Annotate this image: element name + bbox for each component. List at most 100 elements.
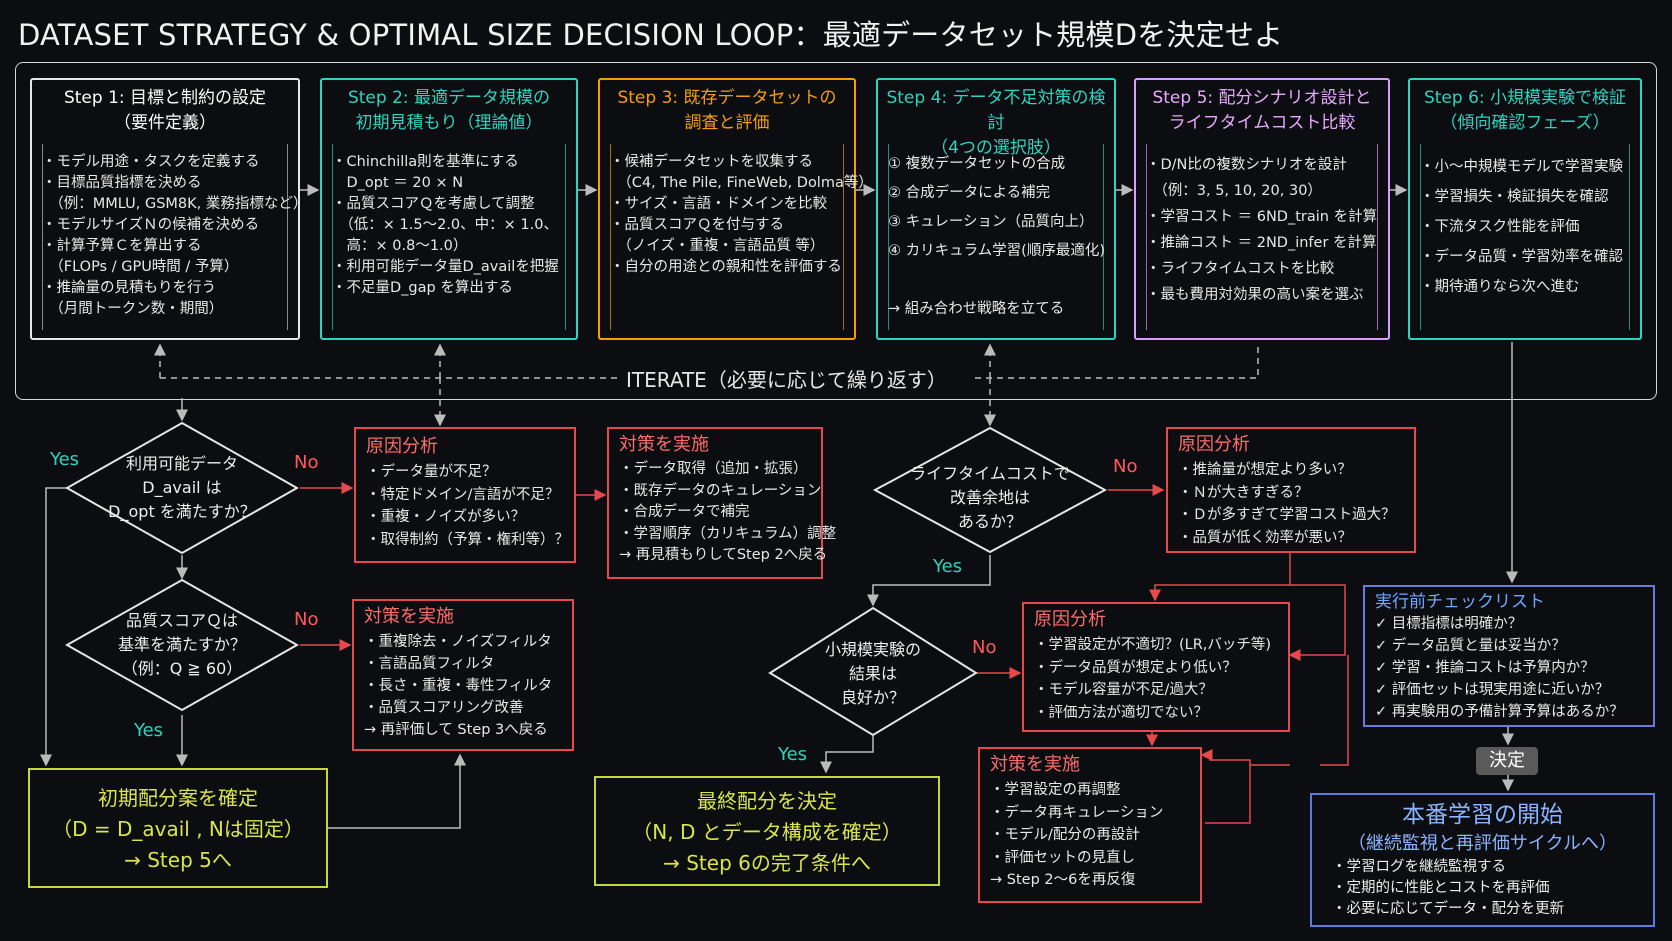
no-label-d4: No bbox=[972, 637, 997, 658]
list-line: ✓ 学習・推論コストは予算内か？ bbox=[1375, 660, 1595, 676]
list-line: ・評価方法が適切でない？ bbox=[1034, 704, 1208, 721]
list-line: ・学習コスト ＝ 6ND_train を計算 bbox=[1146, 209, 1378, 225]
cause-2-lines: ・推論量が想定より多い？ ・Ｎが大きすぎる？ ・Ｄが多すぎて学習コスト過大？ ・品質が… bbox=[1178, 459, 1404, 549]
list-line: ・下流タスク性能を評価 bbox=[1420, 219, 1580, 235]
list-line: ・言語品質フィルタ bbox=[364, 656, 495, 672]
list-line: ✓ 評価セットは現実用途に近いか？ bbox=[1375, 682, 1610, 698]
list-line: ・定期的に性能とコストを再評価 bbox=[1332, 880, 1550, 896]
yes-label-d4: Yes bbox=[778, 744, 808, 765]
step-3-card: Step 3: 既存データセットの調査と評価 ・候補データセットを収集する （C… bbox=[598, 78, 873, 340]
cause-1-lines: ・データ量が不足？・特定ドメイン/言語が不足？・重複・ノイズが多い？・取得制約（… bbox=[366, 461, 569, 551]
list-line: （C4, The Pile, FineWeb, Dolma等） bbox=[610, 175, 873, 191]
step-5-title: Step 5: 配分シナリオ設計とライフタイムコスト比較 bbox=[1152, 88, 1372, 133]
action-3-heading: 対策を実施 bbox=[990, 754, 1080, 775]
list-line: ・候補データセットを収集する bbox=[610, 154, 813, 170]
decision-diamond-3 bbox=[872, 426, 1108, 554]
action-box-3: 対策を実施 ・学習設定の再調整・データ再キュレーション・モデル/配分の再設計・評… bbox=[978, 747, 1202, 903]
list-line: （例：MMLU, GSM8K, 業務指標など） bbox=[42, 196, 308, 212]
step-1-title: Step 1: 目標と制約の設定（要件定義） bbox=[63, 88, 267, 133]
step-2-bracket bbox=[332, 144, 566, 330]
step-4-title: Step 4: データ不足対策の検討（4つの選択肢） bbox=[886, 88, 1106, 158]
list-line: ・モデル/配分の再設計 bbox=[990, 827, 1140, 843]
cause-1-heading: 原因分析 bbox=[366, 436, 438, 457]
list-line: ・長さ・重複・毒性フィルタ bbox=[364, 678, 553, 694]
list-line: ・推論コスト ＝ 2ND_infer を計算 bbox=[1146, 235, 1377, 251]
decision-4-text: 小規模実験の結果は良好か？ bbox=[824, 640, 921, 707]
action-box-2: 対策を実施 ・重複除去・ノイズフィルタ・言語品質フィルタ・長さ・重複・毒性フィル… bbox=[352, 599, 574, 751]
list-line: ・利用可能データ量D_availを把握 bbox=[332, 259, 559, 275]
list-line: ③ キュレーション（品質向上） bbox=[888, 214, 1094, 230]
list-line: ・小～中規模モデルで学習実験 bbox=[1420, 159, 1623, 175]
decision-2-text: 品質スコアＱは基準を満たすか？（例：Q ≧ 60） bbox=[117, 611, 246, 678]
list-line: ・モデル容量が不足/過大？ bbox=[1034, 682, 1213, 698]
action-1-heading: 対策を実施 bbox=[619, 434, 709, 455]
step-2-list: ・Chinchilla則を基準にする D_opt ＝ 20 × N・品質スコアＱ… bbox=[332, 152, 570, 299]
step-3-list: ・候補データセットを収集する （C4, The Pile, FineWeb, D… bbox=[610, 152, 873, 278]
list-line: ・ライフタイムコストを比較 bbox=[1146, 261, 1335, 277]
list-line: （ノイズ・重複・言語品質 等） bbox=[610, 238, 825, 254]
step-5-bracket bbox=[1146, 144, 1378, 330]
step-6-bracket bbox=[1420, 144, 1630, 330]
list-line: ・データ再キュレーション bbox=[990, 804, 1164, 821]
iterate-label: ITERATE（必要に応じて繰り返す） bbox=[618, 364, 955, 393]
decision-tag: 決定 bbox=[1476, 747, 1538, 775]
list-line: ・データ量が不足？ bbox=[366, 464, 497, 480]
step-4-card: Step 4: データ不足対策の検討（4つの選択肢） ① 複数データセットの合成… bbox=[876, 78, 1116, 340]
list-line: ・既存データのキュレーション bbox=[619, 482, 822, 499]
no-label-d3: No bbox=[1113, 456, 1138, 477]
action-3-lines: ・学習設定の再調整・データ再キュレーション・モデル/配分の再設計・評価セットの見… bbox=[990, 779, 1190, 892]
cause-3-heading: 原因分析 bbox=[1034, 609, 1106, 630]
list-line: ・重複・ノイズが多い？ bbox=[366, 509, 526, 525]
list-line: ✓ 目標指標は明確か？ bbox=[1375, 616, 1523, 632]
list-line: → 再評価して Step 3へ戻る bbox=[364, 722, 548, 738]
list-line: ・D/N比の複数シナリオを設計 bbox=[1146, 157, 1347, 173]
steps-frame bbox=[15, 62, 1657, 400]
step-1-card: Step 1: 目標と制約の設定（要件定義） ・モデル用途・タスクを定義する・目… bbox=[30, 78, 308, 340]
pre-execution-checklist: 実行前チェックリスト ✓ 目標指標は明確か？ ✓ データ品質と量は妥当か？ ✓ 学習… bbox=[1363, 585, 1655, 727]
action-2-lines: ・重複除去・ノイズフィルタ・言語品質フィルタ・長さ・重複・毒性フィルタ・品質スコ… bbox=[364, 631, 562, 741]
list-line: ・モデル用途・タスクを定義する bbox=[42, 154, 260, 170]
list-line: ・特定ドメイン/言語が不足？ bbox=[366, 486, 560, 503]
list-line: ・学習ログを継続監視する bbox=[1332, 859, 1506, 875]
step-4-bracket bbox=[888, 144, 1104, 330]
no-label-d2: No bbox=[294, 609, 319, 630]
list-line: ・推論量の見積もりを行う bbox=[42, 280, 216, 296]
decision-diamond-4 bbox=[768, 606, 978, 737]
checklist-heading: 実行前チェックリスト bbox=[1375, 592, 1545, 612]
list-line: ・不足量D_gap を算出する bbox=[332, 280, 513, 296]
list-line: ・Ｄが多すぎて学習コスト過大？ bbox=[1178, 507, 1396, 523]
final-allocation-box: 最終配分を決定（N, D とデータ構成を確定）→ Step 6の完了条件へ bbox=[594, 776, 940, 886]
yes-label-d2: Yes bbox=[134, 720, 164, 741]
list-line: ・品質スコアＱを考慮して調整 bbox=[332, 196, 535, 212]
list-line: ・品質スコアリング改善 bbox=[364, 700, 524, 716]
decision-3-text: ライフタイムコストで改善余地はあるか？ bbox=[910, 464, 1070, 531]
action-2-heading: 対策を実施 bbox=[364, 606, 454, 627]
action-box-1: 対策を実施 ・データ取得（追加・拡張）・既存データのキュレーション・合成データで… bbox=[607, 427, 837, 579]
final-title: 本番学習の開始 bbox=[1402, 802, 1563, 828]
checklist-lines: ✓ 目標指標は明確か？ ✓ データ品質と量は妥当か？ ✓ 学習・推論コストは予算内か… bbox=[1375, 613, 1643, 723]
no-label-d1: No bbox=[294, 452, 319, 473]
cause-analysis-box-3: 原因分析 ・学習設定が不適切？(LR,バッチ等)・データ品質が想定より低い？・モ… bbox=[1022, 602, 1290, 732]
list-line: 高：× 0.8～1.0） bbox=[332, 238, 468, 254]
list-line: ・モデルサイズＮの候補を決める bbox=[42, 217, 260, 233]
list-line: ・学習順序（カリキュラム）調整 bbox=[619, 525, 837, 542]
list-line: ・サイズ・言語・ドメインを比較 bbox=[610, 196, 828, 212]
step-4-list: ① 複数データセットの合成 ② 合成データによる補完 ③ キュレーション（品質向上）… bbox=[888, 150, 1108, 324]
step-6-list: ・小～中規模モデルで学習実験・学習損失・検証損失を確認・下流タスク性能を評価・デ… bbox=[1420, 152, 1634, 302]
list-line: ・推論量が想定より多い？ bbox=[1178, 462, 1352, 478]
list-line: ・目標品質指標を決める bbox=[42, 175, 202, 191]
list-line: （低：× 1.5～2.0、中：× 1.0、 bbox=[332, 217, 558, 233]
list-line: ② 合成データによる補完 bbox=[888, 185, 1051, 201]
list-line: ① 複数データセットの合成 bbox=[888, 156, 1066, 172]
list-line: ✓ データ品質と量は妥当か？ bbox=[1375, 638, 1566, 654]
list-line: ・評価セットの見直し bbox=[990, 849, 1135, 866]
yes-label-d1-left: Yes bbox=[50, 449, 80, 470]
list-line: ④ カリキュラム学習(順序最適化) bbox=[888, 243, 1105, 259]
cause-3-lines: ・学習設定が不適切？(LR,バッチ等)・データ品質が想定より低い？・モデル容量が… bbox=[1034, 634, 1278, 724]
list-line: ・Ｎが大きすぎる？ bbox=[1178, 484, 1309, 501]
list-line: ・品質が低く効率が悪い？ bbox=[1178, 529, 1352, 546]
step-5-list: ・D/N比の複数シナリオを設計 （例：3, 5, 10, 20, 30）・学習コ… bbox=[1146, 152, 1382, 308]
step-3-title: Step 3: 既存データセットの調査と評価 bbox=[617, 88, 837, 133]
